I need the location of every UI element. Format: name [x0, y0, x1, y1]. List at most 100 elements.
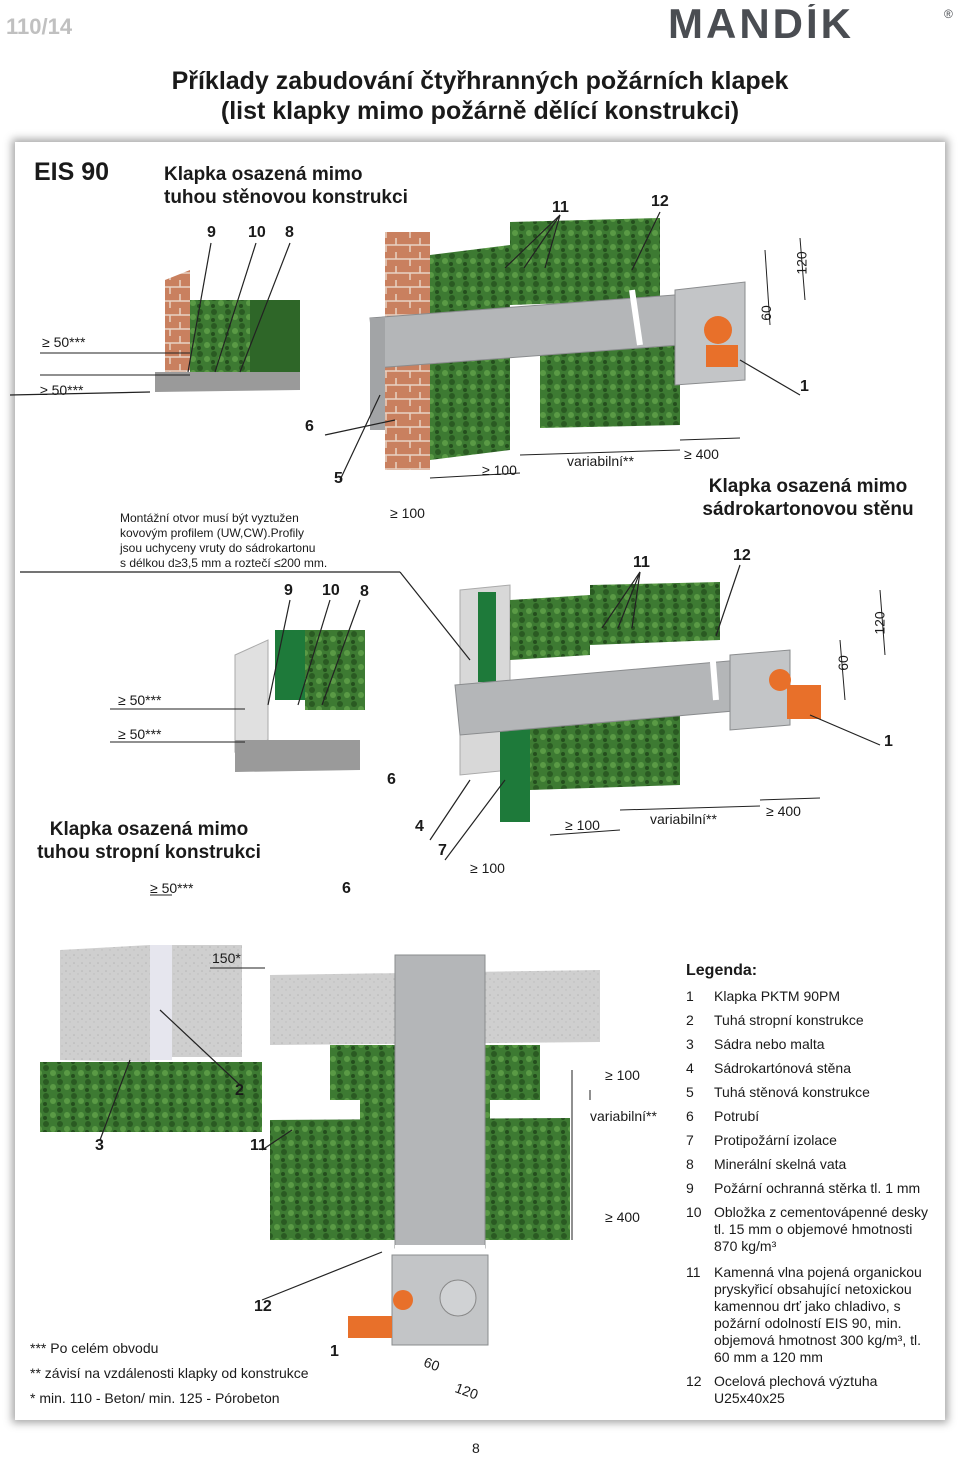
- pb-damper-housing: [729, 649, 791, 731]
- mounting-note-line3: jsou uchyceny vruty do sádrokartonu: [120, 541, 316, 555]
- label-10-b: 10: [322, 582, 340, 599]
- pb-insulation-top: [590, 582, 720, 645]
- drawing-plasterboard-wall: [234, 582, 821, 822]
- caption-rigid-wall: Klapka osazená mimo tuhou stěnovou konst…: [164, 163, 408, 209]
- wall-section-mineral-wool: [250, 300, 300, 375]
- dim-variable-c: variabilní**: [590, 1108, 657, 1124]
- caption-ceiling-line2: tuhou stropní konstrukci: [37, 842, 261, 863]
- legend-item-text: Požární ochranná stěrka tl. 1 mm: [714, 1180, 921, 1196]
- legend-item-text: Tuhá stěnová konstrukce: [714, 1084, 870, 1100]
- label-6-c: 6: [342, 880, 351, 897]
- duct-insulation-top: [510, 218, 660, 305]
- label-9-b: 9: [284, 582, 293, 599]
- legend-item: 2 Tuhá stropní konstrukce: [686, 1012, 944, 1029]
- legend-item-number: 8: [686, 1156, 694, 1172]
- footnote-perimeter: *** Po celém obvodu: [30, 1340, 159, 1356]
- legend-item-number: 2: [686, 1012, 694, 1028]
- legend-item-number: 6: [686, 1108, 694, 1124]
- label-1: 1: [800, 378, 809, 395]
- legend-item-text: Klapka PKTM 90PM: [714, 988, 841, 1004]
- dim-ge50-b: ≥ 50***: [40, 382, 84, 398]
- legend-item-text: Obložka z cementovápenné desky tl. 15 mm…: [714, 1204, 929, 1254]
- legend-title: Legenda:: [686, 962, 758, 979]
- legend-item: 1 Klapka PKTM 90PM: [686, 988, 944, 1005]
- label-6-b: 6: [387, 771, 396, 788]
- caption-plasterboard-line1: Klapka osazená mimo: [708, 476, 908, 497]
- dim-ge50-d: ≥ 50***: [118, 726, 162, 742]
- footnote-variable: ** závisí na vzdálenosti klapky od konst…: [30, 1365, 309, 1381]
- dim-variable-b: variabilní**: [650, 811, 717, 827]
- legend-item-text: Tuhá stropní konstrukce: [714, 1012, 864, 1028]
- page-title: Příklady zabudování čtyřhranných požární…: [0, 66, 960, 126]
- dim-120: 120: [793, 251, 810, 275]
- mounting-note-line1: Montážní otvor musí být vyztužen: [120, 511, 299, 525]
- dim-ge400-b: ≥ 400: [766, 803, 801, 819]
- caption-plasterboard-wall: Klapka osazená mimo sádrokartonovou stěn…: [698, 475, 918, 521]
- dim-variable: variabilní**: [567, 453, 634, 469]
- legend-item-number: 3: [686, 1036, 694, 1052]
- duct-end: [370, 318, 385, 430]
- legend-item-text: Sádra nebo malta: [714, 1036, 825, 1052]
- dim-ge100-b: ≥ 100: [390, 505, 425, 521]
- actuator-body: [704, 316, 732, 344]
- label-10: 10: [248, 224, 266, 241]
- slab-section-concrete: [60, 945, 150, 1062]
- label-4: 4: [415, 818, 424, 835]
- legend-item-text: Potrubí: [714, 1108, 760, 1124]
- label-11-c: 11: [250, 1137, 267, 1154]
- wall-section-base: [155, 372, 300, 392]
- dim-ge100-e: ≥ 100: [605, 1067, 640, 1083]
- dim-ge400: ≥ 400: [684, 446, 719, 462]
- legend-item-number: 5: [686, 1084, 694, 1100]
- legend-item: 8 Minerální skelná vata: [686, 1156, 944, 1173]
- slab-section-mortar: [150, 945, 172, 1060]
- label-11: 11: [552, 199, 569, 216]
- legend-item-number: 12: [686, 1373, 702, 1389]
- caption-rigid-wall-line1: Klapka osazená mimo: [164, 164, 363, 185]
- legend-item-text: Minerální skelná vata: [714, 1156, 847, 1172]
- caption-ceiling-line1: Klapka osazená mimo: [49, 819, 249, 840]
- dim-60-b: 60: [834, 655, 851, 671]
- label-1-c: 1: [330, 1343, 339, 1360]
- legend-item: 6 Potrubí: [686, 1108, 944, 1125]
- slab-actuator-body: [393, 1290, 413, 1310]
- dim-ge50-c: ≥ 50***: [118, 692, 162, 708]
- label-12-c: 12: [254, 1298, 272, 1315]
- label-2: 2: [235, 1082, 244, 1099]
- pb-actuator-motor: [787, 685, 821, 719]
- legend-item-number: 1: [686, 988, 694, 1004]
- registered-mark: ®: [944, 7, 953, 21]
- drawing-rigid-wall: [155, 218, 746, 470]
- duct-insulation-bottom: [540, 342, 680, 428]
- label-8-b: 8: [360, 583, 369, 600]
- caption-ceiling-slab: Klapka osazená mimo tuhou stropní konstr…: [28, 818, 270, 864]
- actuator-motor: [706, 345, 738, 367]
- pb-actuator-body: [769, 669, 791, 691]
- damper-blade-shaft: [439, 1279, 477, 1317]
- mandik-logo-mark: MANDÍK ®: [668, 4, 953, 44]
- mounting-note-line4: s délkou d≥3,5 mm a roztečí ≤200 mm.: [120, 556, 328, 570]
- brand-wordmark: MANDÍK: [668, 4, 854, 44]
- label-5: 5: [334, 470, 343, 487]
- legend-item-number: 9: [686, 1180, 694, 1196]
- slab-reinforcement-profile: [395, 1245, 485, 1255]
- pb-insulation-left: [510, 595, 590, 660]
- brand-logo: MANDÍK ®: [668, 4, 958, 44]
- legend-item: 12 Ocelová plechová výztuha U25x40x25: [686, 1373, 929, 1407]
- mounting-note: Montážní otvor musí být vyztužen kovovým…: [120, 511, 327, 571]
- label-12: 12: [651, 193, 669, 210]
- page-number: 8: [472, 1440, 480, 1456]
- mounting-note-line2: kovovým profilem (UW,CW).Profily: [120, 526, 305, 540]
- legend-item-text: Ocelová plechová výztuha U25x40x25: [714, 1373, 878, 1406]
- pb-wall-wool-top: [478, 592, 496, 682]
- dim-ge400-c: ≥ 400: [605, 1209, 640, 1225]
- slab-section-concrete-right: [172, 945, 242, 1057]
- wall-section-insulation: [190, 300, 255, 375]
- legend-item-number: 10: [686, 1204, 702, 1220]
- legend-item: 3 Sádra nebo malta: [686, 1036, 944, 1053]
- caption-rigid-wall-line2: tuhou stěnovou konstrukci: [164, 187, 408, 208]
